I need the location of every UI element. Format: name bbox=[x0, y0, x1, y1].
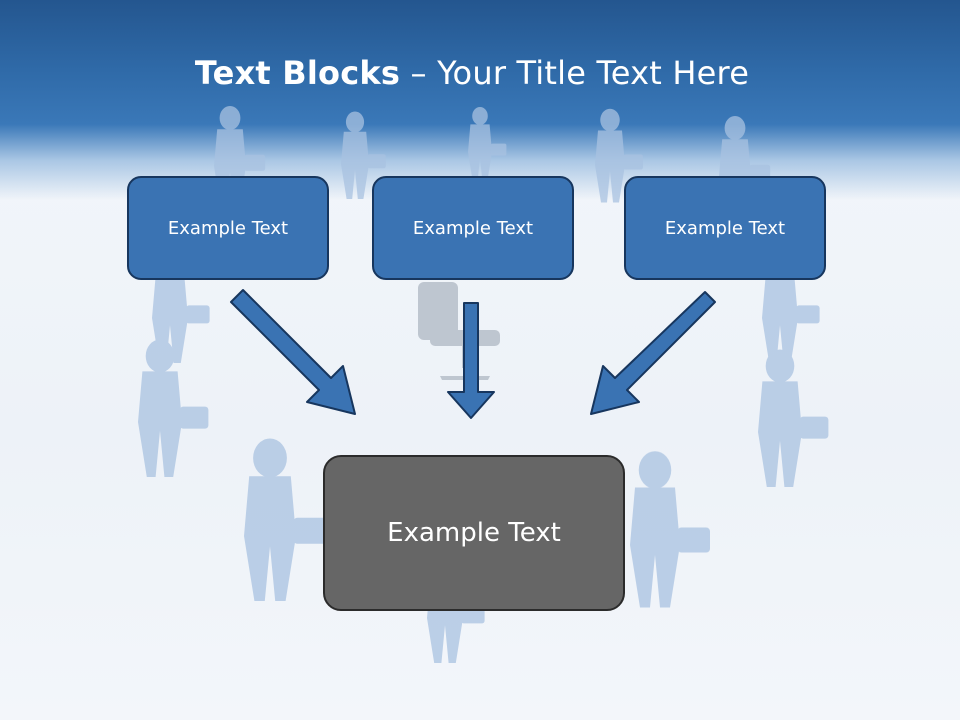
title-dash: – bbox=[400, 54, 438, 92]
business-person-icon bbox=[630, 451, 710, 608]
slide-title: Text Blocks – Your Title Text Here bbox=[0, 54, 944, 92]
text-block-center[interactable]: Example Text bbox=[323, 455, 625, 611]
text-block-label: Example Text bbox=[412, 217, 534, 239]
text-block-middle[interactable]: Example Text bbox=[372, 176, 574, 280]
business-person-icon bbox=[758, 349, 829, 487]
title-rest: Your Title Text Here bbox=[437, 54, 750, 92]
header-band bbox=[0, 0, 960, 200]
business-person-icon bbox=[244, 438, 328, 601]
text-block-label: Example Text bbox=[167, 217, 289, 239]
text-block-left[interactable]: Example Text bbox=[127, 176, 329, 280]
business-person-icon bbox=[468, 107, 507, 182]
text-block-label: Example Text bbox=[664, 217, 786, 239]
text-block-right[interactable]: Example Text bbox=[624, 176, 826, 280]
business-person-icon bbox=[138, 339, 209, 477]
title-bold: Text Blocks bbox=[194, 54, 401, 92]
office-chair-icon bbox=[418, 282, 500, 380]
text-block-label: Example Text bbox=[387, 518, 561, 548]
